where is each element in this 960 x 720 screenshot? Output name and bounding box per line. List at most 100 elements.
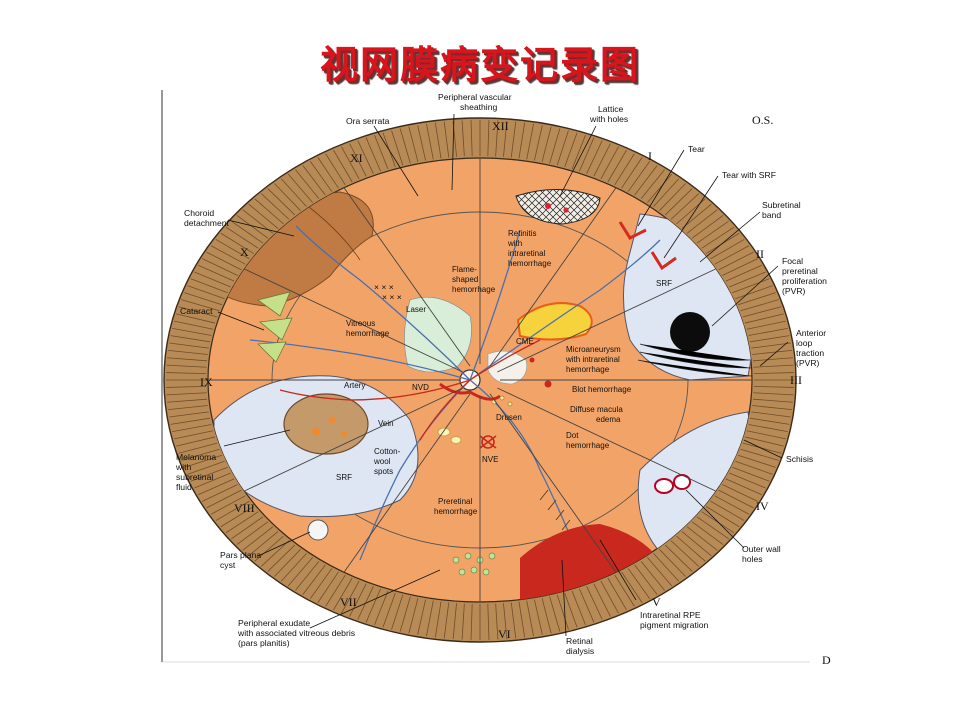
label-dot-1: Dot: [566, 431, 579, 440]
ring-hatch-line: [751, 342, 791, 349]
clock-label-viii: VIII: [234, 501, 255, 515]
label-macula-1: Diffuse macula: [570, 405, 623, 414]
label-ora-serrata: Ora serrata: [346, 116, 390, 126]
ring-hatch-line: [302, 564, 326, 595]
ring-hatch-line: [746, 320, 786, 330]
ring-hatch-line: [647, 173, 673, 203]
label-subretinal-2: band: [762, 210, 781, 220]
ring-hatch-line: [391, 130, 404, 166]
ring-hatch-line: [254, 198, 284, 225]
label-preretinal-2: hemorrhage: [434, 507, 478, 516]
label-artery: Artery: [344, 381, 365, 390]
ring-hatch-line: [556, 130, 569, 166]
ring-hatch-line: [676, 535, 706, 562]
melanoma-lesion: [283, 393, 369, 455]
ring-hatch-line: [614, 574, 635, 607]
ring-hatch-line: [740, 299, 779, 312]
ring-hatch-line: [302, 165, 326, 196]
ring-hatch-line: [365, 137, 381, 172]
label-srf-right: SRF: [656, 279, 672, 288]
ring-hatch-line: [365, 588, 381, 623]
eye-label: O.S.: [752, 113, 773, 127]
ring-hatch-line: [202, 258, 238, 276]
clock-spoke: [497, 387, 716, 492]
label-exudate-1: Peripheral exudate: [238, 618, 310, 628]
clock-hour-labels: XII I II III IV V VI VII VIII IX X XI: [200, 119, 802, 641]
ring-hatch-line: [325, 574, 346, 607]
ring-hatch-line: [274, 183, 301, 211]
ring-hatch-line: [647, 557, 673, 587]
ring-hatch-line: [198, 264, 235, 282]
label-preretinal-1: Preretinal: [438, 497, 472, 506]
ring-hatch-line: [607, 577, 627, 611]
ring-hatch-line: [295, 169, 320, 200]
ring-hatch-line: [187, 285, 225, 300]
label-subretinal-1: Subretinal: [762, 200, 801, 210]
ring-hatch-line: [691, 521, 724, 545]
label-anterior-1: Anterior: [796, 328, 826, 338]
ring-hatch-line: [653, 553, 680, 582]
focal-pvr-dot: [670, 312, 710, 352]
ring-hatch-line: [571, 134, 586, 170]
ring-hatch-line: [426, 600, 434, 637]
label-flame-1: Flame-: [452, 265, 477, 274]
cotton-wool-spot: [437, 427, 451, 437]
ring-hatch-line: [194, 271, 231, 288]
ring-hatch-line: [254, 535, 284, 562]
ring-hatch-line: [518, 601, 526, 638]
retinitis-lesion: [516, 302, 593, 341]
label-melanoma-4: fluid: [176, 482, 192, 492]
ring-hatch-line: [732, 466, 770, 482]
ring-hatch-line: [374, 590, 389, 626]
label-focal-4: (PVR): [782, 286, 806, 296]
ring-hatch-line: [753, 392, 794, 396]
pars-plana-cyst: [307, 519, 329, 541]
ring-hatch-line: [170, 335, 211, 343]
ring-hatch-line: [166, 385, 207, 388]
ring-hatch-line: [526, 123, 534, 160]
ring-hatch-line: [198, 478, 235, 496]
ring-hatch-line: [260, 540, 290, 567]
label-exudate-3: (pars planitis): [238, 638, 290, 648]
ring-hatch-line: [236, 521, 269, 545]
retinal-veins: [249, 225, 661, 561]
ring-hatch-line: [391, 594, 404, 630]
label-focal-3: proliferation: [782, 276, 827, 286]
microaneurysm-dot: [529, 357, 535, 363]
ring-hatch-line: [248, 203, 279, 229]
clock-spoke: [343, 187, 471, 367]
label-anterior-4: (PVR): [796, 358, 820, 368]
ring-hatch-line: [166, 372, 207, 375]
clock-spoke: [489, 187, 617, 367]
ring-hatch-line: [167, 398, 208, 403]
ring-hatch-line: [176, 436, 216, 447]
label-retinitis-3: intraretinal: [508, 249, 546, 258]
peripheral-exudate-dots: [452, 552, 496, 576]
clock-label-iii: III: [790, 373, 802, 387]
clock-label-xii: XII: [492, 119, 509, 133]
label-dot-2: hemorrhage: [566, 441, 610, 450]
clock-spoke: [489, 393, 617, 573]
ring-hatch-line: [225, 226, 259, 249]
outer-wall-hole-2: [673, 474, 691, 490]
ring-hatch-line: [280, 553, 307, 582]
ring-hatch-line: [614, 153, 635, 186]
label-retinitis-2: with: [507, 239, 522, 248]
label-lattice-2: with holes: [589, 114, 628, 124]
ring-hatch-line: [168, 405, 208, 411]
label-cotton-1: Cotton-: [374, 447, 401, 456]
ring-hatch-line: [564, 592, 578, 628]
clock-label-x: X: [240, 245, 249, 259]
ring-hatch-line: [541, 598, 552, 634]
ring-hatch-line: [169, 411, 209, 418]
ring-hatch-line: [426, 123, 434, 160]
ring-hatch-line: [753, 385, 794, 388]
blot-hemorrhage-dot: [544, 380, 552, 388]
ring-hatch-line: [621, 571, 643, 603]
ring-hatch-line: [659, 549, 686, 577]
page-title: 视网膜病变记录图: [319, 42, 640, 87]
ring-hatch-line: [172, 327, 212, 336]
ring-hatch-line: [722, 258, 758, 276]
ring-hatch-line: [571, 590, 586, 626]
